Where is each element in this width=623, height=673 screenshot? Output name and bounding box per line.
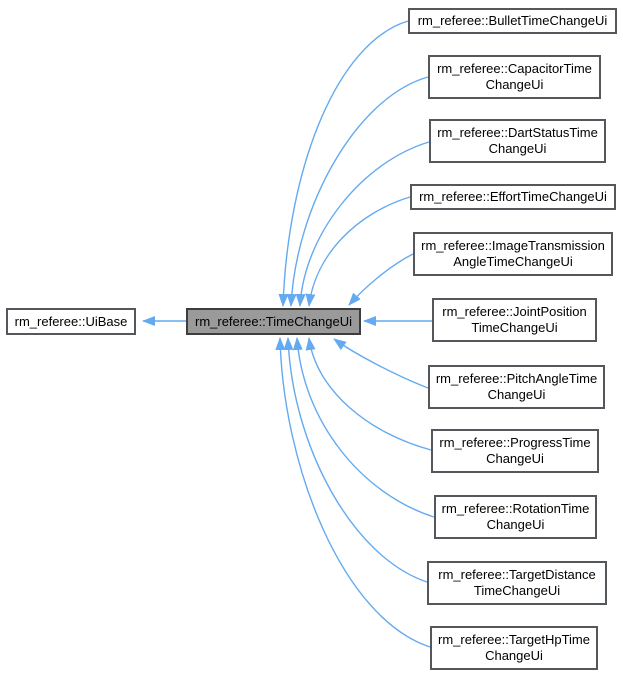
class-node-JointPositionTimeChangeUi[interactable]: rm_referee::JointPosition TimeChangeUi xyxy=(432,298,597,342)
class-node-TargetHpTimeChangeUi[interactable]: rm_referee::TargetHpTime ChangeUi xyxy=(430,626,598,670)
inheritance-edge-PitchAngleTimeChangeUi-to-TimeChangeUi xyxy=(333,338,429,389)
inheritance-edge-ImageTransmissionAngleTimeChangeUi-to-TimeChangeUi xyxy=(348,253,414,306)
class-node-RotationTimeChangeUi[interactable]: rm_referee::RotationTime ChangeUi xyxy=(434,495,597,539)
inheritance-edge-ProgressTimeChangeUi-to-TimeChangeUi xyxy=(305,337,432,451)
inheritance-edge-TargetDistanceTimeChangeUi-to-TimeChangeUi xyxy=(283,337,428,583)
class-node-PitchAngleTimeChangeUi[interactable]: rm_referee::PitchAngleTime ChangeUi xyxy=(428,365,605,409)
class-node-ProgressTimeChangeUi[interactable]: rm_referee::ProgressTime ChangeUi xyxy=(431,429,599,473)
class-node-UiBase[interactable]: rm_referee::UiBase xyxy=(6,308,136,335)
inheritance-edge-RotationTimeChangeUi-to-TimeChangeUi xyxy=(292,337,435,518)
inheritance-edge-TargetHpTimeChangeUi-to-TimeChangeUi xyxy=(275,337,431,648)
inheritance-edge-CapacitorTimeChangeUi-to-TimeChangeUi xyxy=(286,76,429,307)
inheritance-edge-BulletTimeChangeUi-to-TimeChangeUi xyxy=(278,20,409,307)
class-node-EffortTimeChangeUi[interactable]: rm_referee::EffortTimeChangeUi xyxy=(410,184,616,210)
inheritance-edge-EffortTimeChangeUi-to-TimeChangeUi xyxy=(305,196,411,307)
class-node-DartStatusTimeChangeUi[interactable]: rm_referee::DartStatusTime ChangeUi xyxy=(429,119,606,163)
class-node-TargetDistanceTimeChangeUi[interactable]: rm_referee::TargetDistance TimeChangeUi xyxy=(427,561,607,605)
class-node-BulletTimeChangeUi[interactable]: rm_referee::BulletTimeChangeUi xyxy=(408,8,617,34)
class-node-ImageTransmissionAngleTimeChangeUi[interactable]: rm_referee::ImageTransmission AngleTimeC… xyxy=(413,232,613,276)
inheritance-edge-DartStatusTimeChangeUi-to-TimeChangeUi xyxy=(295,141,430,307)
class-node-TimeChangeUi: rm_referee::TimeChangeUi xyxy=(186,308,361,335)
class-node-CapacitorTimeChangeUi[interactable]: rm_referee::CapacitorTime ChangeUi xyxy=(428,55,601,99)
